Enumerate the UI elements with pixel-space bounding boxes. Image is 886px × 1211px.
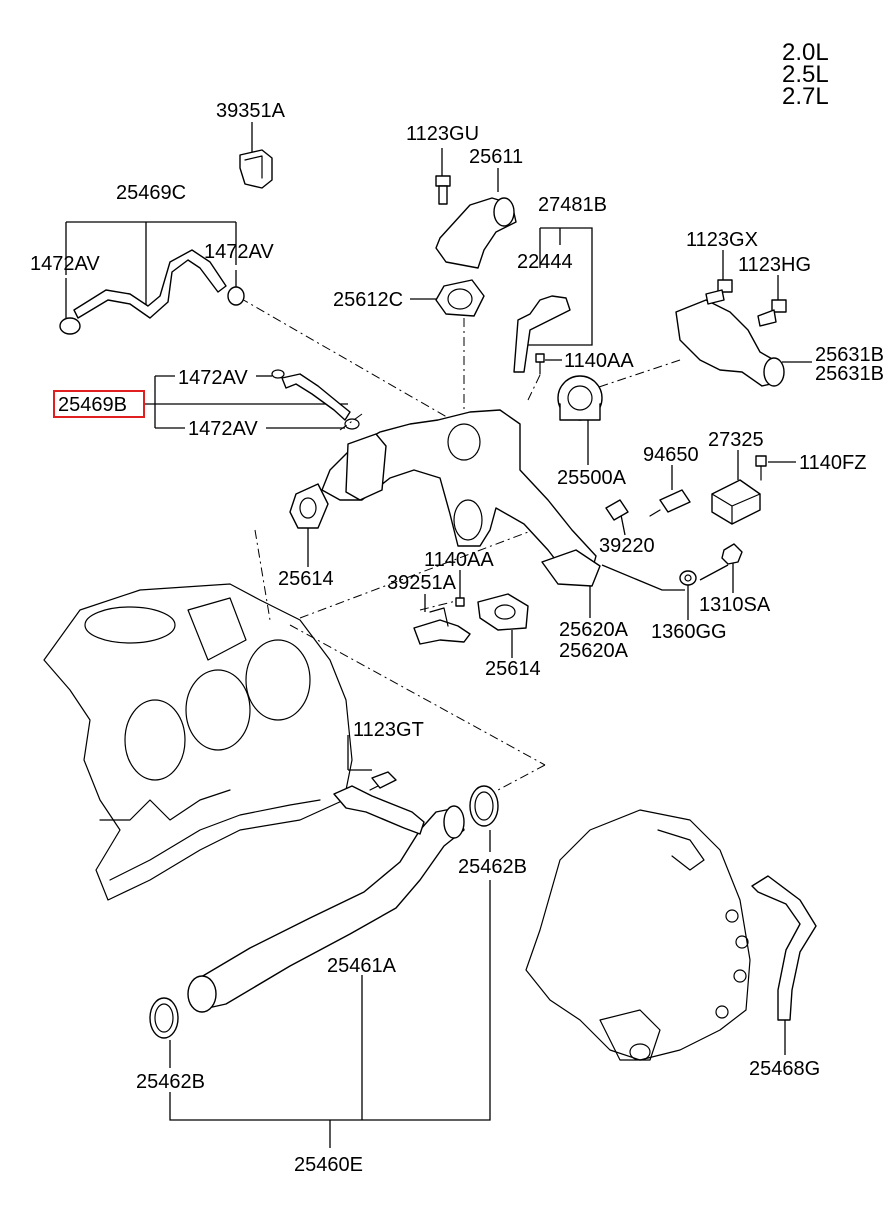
label-25461a[interactable]: 25461A (327, 955, 397, 977)
bolt-1140aa-b (455, 597, 465, 607)
gasket-25612c (435, 279, 485, 317)
highlight-box (53, 390, 145, 418)
water-pipe-assembly (321, 409, 601, 587)
part-labels: 39351A 25469C 1472AV 1472AV 1472AV 1472A… (30, 100, 884, 1176)
label-1140aa-a[interactable]: 1140AA (564, 350, 634, 372)
sensor-39220 (605, 499, 629, 521)
label-1123gt[interactable]: 1123GT (353, 719, 424, 741)
label-94650[interactable]: 94650 (643, 444, 699, 466)
label-25620a-a[interactable]: 25620A (559, 619, 629, 641)
bolt-1123gu (435, 175, 451, 205)
transaxle-housing (525, 809, 751, 1061)
label-1360gg[interactable]: 1360GG (651, 621, 727, 643)
label-1472av-b[interactable]: 1472AV (204, 241, 274, 263)
bolt-1140fz (755, 455, 767, 481)
label-1140fz[interactable]: 1140FZ (799, 452, 866, 474)
label-1123gx[interactable]: 1123GX (686, 229, 758, 251)
label-1472av-a[interactable]: 1472AV (30, 253, 100, 275)
o-ring-25462b-b (149, 997, 179, 1039)
label-39351a[interactable]: 39351A (216, 100, 286, 122)
label-25611[interactable]: 25611 (469, 146, 523, 168)
assembly-dash-lines (239, 297, 681, 791)
elbow-25611 (435, 197, 517, 269)
label-25468g[interactable]: 25468G (749, 1058, 820, 1080)
hose-25469c (59, 249, 245, 335)
bolt-1123gx (705, 279, 733, 305)
engine-variant-2-7l: 2.7L (782, 83, 829, 110)
nut-1310sa (721, 543, 743, 565)
sensor-94650 (649, 489, 691, 517)
engine-variant-2-5l: 2.5L (782, 61, 829, 88)
label-25631b-a[interactable]: 25631B (815, 344, 884, 366)
pipe-25461a (187, 785, 465, 1013)
engine-variant-2-0l: 2.0L (782, 39, 829, 66)
label-25460e[interactable]: 25460E (294, 1154, 363, 1176)
label-1310sa[interactable]: 1310SA (699, 594, 771, 616)
label-25469c[interactable]: 25469C (116, 182, 186, 204)
bracket-22444 (513, 295, 571, 373)
hose-25469b (271, 369, 360, 430)
hose-25468g (751, 875, 817, 1021)
gasket-25614-a (289, 483, 329, 529)
label-25462b-a[interactable]: 25462B (458, 856, 527, 878)
engine-variant-list: 2.0L 2.5L 2.7L (782, 39, 829, 110)
label-39220[interactable]: 39220 (599, 535, 655, 557)
bolt-1123gt (369, 771, 397, 791)
label-25631b-b[interactable]: 25631B (815, 363, 884, 385)
label-39251a[interactable]: 39251A (387, 572, 457, 594)
label-1472av-d[interactable]: 1472AV (188, 418, 258, 440)
label-27481b[interactable]: 27481B (538, 194, 607, 216)
label-25612c[interactable]: 25612C (333, 289, 403, 311)
label-27325[interactable]: 27325 (708, 429, 764, 451)
label-22444[interactable]: 22444 (517, 251, 573, 273)
gasket-25614-b (477, 593, 529, 631)
thermostat-housing-25631b (675, 299, 785, 387)
clip-39351a (239, 149, 273, 189)
label-1140aa-b[interactable]: 1140AA (424, 549, 494, 571)
washer-1360gg (679, 570, 697, 586)
engine-block (43, 583, 353, 901)
label-25469b-highlighted[interactable]: 25469B (58, 394, 127, 416)
module-27325 (711, 479, 761, 525)
label-1123gu[interactable]: 1123GU (406, 123, 479, 145)
bracket-39251a (413, 607, 471, 645)
bolt-1140aa-a (535, 353, 545, 375)
label-25620a-b[interactable]: 25620A (559, 640, 629, 662)
leader-lines (65, 122, 812, 1148)
thermostat-25500a (557, 375, 603, 421)
label-25614-a[interactable]: 25614 (278, 568, 334, 590)
label-1472av-c[interactable]: 1472AV (178, 367, 248, 389)
label-25462b-b[interactable]: 25462B (136, 1071, 205, 1093)
bolt-1123hg (757, 299, 787, 327)
label-25614-b[interactable]: 25614 (485, 658, 541, 680)
label-25500a[interactable]: 25500A (557, 467, 627, 489)
label-1123hg[interactable]: 1123HG (738, 254, 811, 276)
o-ring-25462b-a (469, 785, 499, 827)
